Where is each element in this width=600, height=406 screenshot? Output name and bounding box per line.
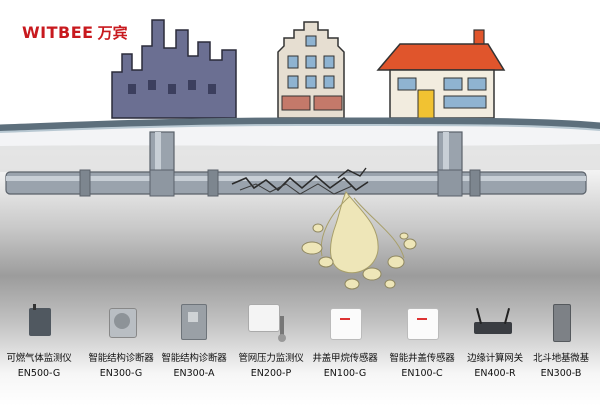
manhole-sensor-icon <box>383 300 461 348</box>
factory-icon <box>111 19 237 119</box>
product-model: EN100-G <box>323 368 367 379</box>
product-item-en200-p[interactable]: 管网压力监测仪 EN200-P <box>232 300 310 379</box>
product-model: EN300-B <box>540 368 582 379</box>
product-item-en100-g[interactable]: 井盖甲烷传感器 EN100-G <box>306 300 384 379</box>
gas-detector-icon <box>0 300 78 348</box>
brand-name-cn: 万宾 <box>97 24 128 42</box>
product-model: EN100-C <box>401 368 443 379</box>
methane-sensor-icon <box>306 300 384 348</box>
pressure-monitor-icon <box>232 300 310 348</box>
product-lineup: 可燃气体监测仪 EN500-G 智能结构诊断器 EN300-G 智能结构诊断器 … <box>0 300 600 406</box>
product-name: 智能井盖传感器 <box>389 353 455 364</box>
pipeline-scene <box>0 19 600 290</box>
product-item-en300-a[interactable]: 智能结构诊断器 EN300-A <box>155 300 233 379</box>
product-model: EN300-A <box>173 368 215 379</box>
product-name: 智能结构诊断器 <box>161 353 227 364</box>
product-model: EN300-G <box>99 368 143 379</box>
round-diagnostic-sensor-icon <box>82 300 160 348</box>
brand-name-en: WITBEE <box>22 23 94 42</box>
product-model: EN200-P <box>250 368 292 379</box>
product-item-en500-g[interactable]: 可燃气体监测仪 EN500-G <box>0 300 78 379</box>
brand-logo: WITBEE 万宾 <box>22 22 128 43</box>
riser-pipe-right <box>437 131 463 177</box>
townhouse-icon <box>277 21 345 119</box>
product-item-en100-c[interactable]: 智能井盖传感器 EN100-C <box>383 300 461 379</box>
product-name: 井盖甲烷传感器 <box>312 353 378 364</box>
product-item-en400-r[interactable]: 边缘计算网关 EN400-R <box>456 300 534 379</box>
pipe-crack <box>231 167 369 195</box>
product-name: 管网压力监测仪 <box>238 353 304 364</box>
product-name: 北斗地基微基 <box>533 353 589 364</box>
product-name: 智能结构诊断器 <box>88 353 154 364</box>
product-model: EN400-R <box>474 368 516 379</box>
beidou-station-icon <box>522 300 600 348</box>
house-icon <box>376 29 506 119</box>
ground-surface <box>0 117 600 172</box>
product-name: 边缘计算网关 <box>467 353 523 364</box>
product-item-en300-b[interactable]: 北斗地基微基 EN300-B <box>522 300 600 379</box>
leak-spray <box>301 191 417 290</box>
edge-gateway-icon <box>456 300 534 348</box>
product-item-en300-g[interactable]: 智能结构诊断器 EN300-G <box>82 300 160 379</box>
product-model: EN500-G <box>17 368 61 379</box>
product-name: 可燃气体监测仪 <box>6 353 72 364</box>
square-diagnostic-sensor-icon <box>155 300 233 348</box>
